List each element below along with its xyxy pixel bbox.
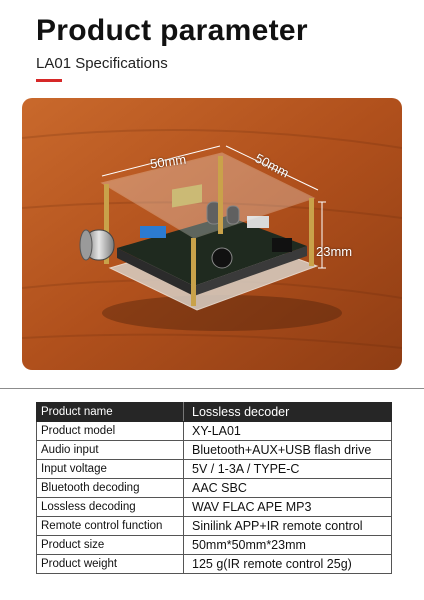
spec-value: AAC SBC: [183, 478, 392, 498]
spec-value: XY-LA01: [183, 421, 392, 441]
page-subtitle: LA01 Specifications: [36, 55, 168, 72]
spec-value: 125 g(IR remote control 25g): [183, 554, 392, 574]
table-row: Product weight 125 g(IR remote control 2…: [36, 554, 392, 574]
spec-value: Sinilink APP+IR remote control: [183, 516, 392, 536]
section-divider: [0, 388, 424, 389]
dimension-height-label: 23mm: [316, 244, 353, 259]
product-photo: 50mm 50mm 23mm: [22, 98, 402, 370]
spec-key: Product name: [36, 402, 184, 422]
spec-key: Bluetooth decoding: [36, 478, 184, 498]
table-row: Remote control function Sinilink APP+IR …: [36, 516, 392, 536]
spec-key: Product weight: [36, 554, 184, 574]
circuit-board: [117, 216, 307, 286]
spec-key: Audio input: [36, 440, 184, 460]
spec-key: Remote control function: [36, 516, 184, 536]
table-row: Product model XY-LA01: [36, 421, 392, 441]
table-row: Bluetooth decoding AAC SBC: [36, 478, 392, 498]
spec-key: Product size: [36, 535, 184, 555]
spec-key: Product model: [36, 421, 184, 441]
table-row: Input voltage 5V / 1-3A / TYPE-C: [36, 459, 392, 479]
spec-value: Lossless decoder: [183, 402, 392, 422]
table-row: Product size 50mm*50mm*23mm: [36, 535, 392, 555]
spec-value: WAV FLAC APE MP3: [183, 497, 392, 517]
page-title: Product parameter: [36, 14, 308, 47]
spec-key: Input voltage: [36, 459, 184, 479]
accent-bar: [36, 79, 62, 82]
spec-table-header-row: Product name Lossless decoder: [36, 402, 392, 422]
spec-value: 50mm*50mm*23mm: [183, 535, 392, 555]
spec-value: Bluetooth+AUX+USB flash drive: [183, 440, 392, 460]
spec-value: 5V / 1-3A / TYPE-C: [183, 459, 392, 479]
table-row: Audio input Bluetooth+AUX+USB flash driv…: [36, 440, 392, 460]
table-row: Lossless decoding WAV FLAC APE MP3: [36, 497, 392, 517]
spec-table: Product name Lossless decoder Product mo…: [36, 402, 392, 574]
product-illustration: [22, 98, 402, 370]
spec-key: Lossless decoding: [36, 497, 184, 517]
